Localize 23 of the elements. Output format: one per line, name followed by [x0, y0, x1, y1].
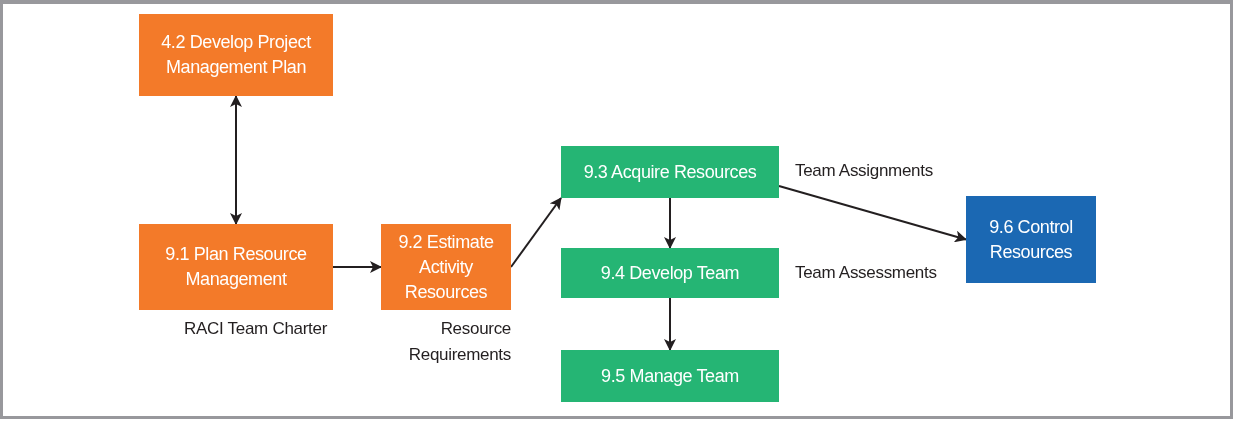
arrow: [332, 261, 382, 273]
process-label: 9.2 Estimate Activity Resources: [397, 230, 495, 304]
process-label: 4.2 Develop Project Management Plan: [160, 31, 312, 79]
process-label: 9.3 Acquire Resources: [583, 160, 757, 184]
process-label: 9.1 Plan Resource Management: [164, 243, 308, 291]
output-label: Team Assessments: [795, 262, 937, 284]
process-box: [139, 14, 333, 96]
arrow: [510, 197, 562, 268]
arrow: [778, 185, 967, 243]
process-box: [561, 248, 779, 298]
process-label: 9.5 Manage Team: [601, 364, 739, 388]
process-label: 9.4 Develop Team: [600, 261, 740, 285]
arrow: [664, 197, 676, 249]
process-box: [139, 224, 333, 310]
process-box: [561, 146, 779, 198]
arrow: [664, 297, 676, 351]
output-label: Resource Requirements: [407, 318, 511, 366]
output-label: RACI Team Charter: [183, 318, 327, 340]
process-label: 9.6 Control Resources: [988, 215, 1074, 264]
process-box: [561, 350, 779, 402]
arrow: [230, 95, 242, 225]
process-box: [381, 224, 511, 310]
process-box: [966, 196, 1096, 283]
